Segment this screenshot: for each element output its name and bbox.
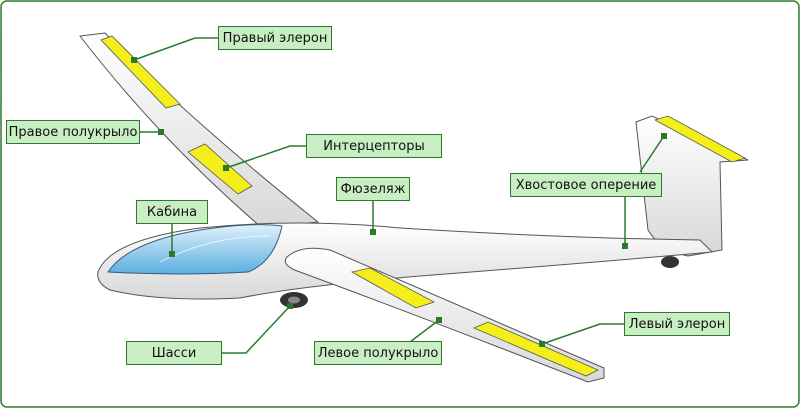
label-tail: Хвостовое оперение [510, 173, 662, 197]
label-left-aileron: Левый элерон [624, 312, 730, 336]
label-spoilers: Интерцепторы [306, 134, 442, 158]
tail-wheel [661, 256, 679, 268]
left-spoiler [350, 267, 436, 309]
leader-tail-high [639, 135, 665, 173]
tail-control-surface [653, 115, 747, 163]
label-right-wing: Правое полукрыло [6, 120, 140, 144]
label-left-wing: Левое полукрыло [314, 341, 442, 365]
leader-right-aileron [133, 37, 218, 61]
right-aileron [100, 35, 181, 109]
label-right-aileron: Правый элерон [218, 26, 332, 50]
leader-lines [133, 37, 665, 354]
label-fuselage: Фюзеляж [336, 177, 410, 201]
leader-landing-gear [222, 305, 291, 354]
label-landing-gear: Шасси [126, 341, 222, 365]
leader-left-aileron [541, 323, 624, 345]
cockpit-canopy [107, 224, 283, 275]
right-spoiler [187, 143, 253, 195]
left-aileron [472, 321, 599, 377]
label-cockpit: Кабина [136, 200, 208, 224]
leader-spoilers [225, 145, 306, 169]
leader-left-wing [409, 319, 440, 343]
main-wheel-hub [288, 296, 300, 304]
anchor-points [131, 57, 667, 347]
